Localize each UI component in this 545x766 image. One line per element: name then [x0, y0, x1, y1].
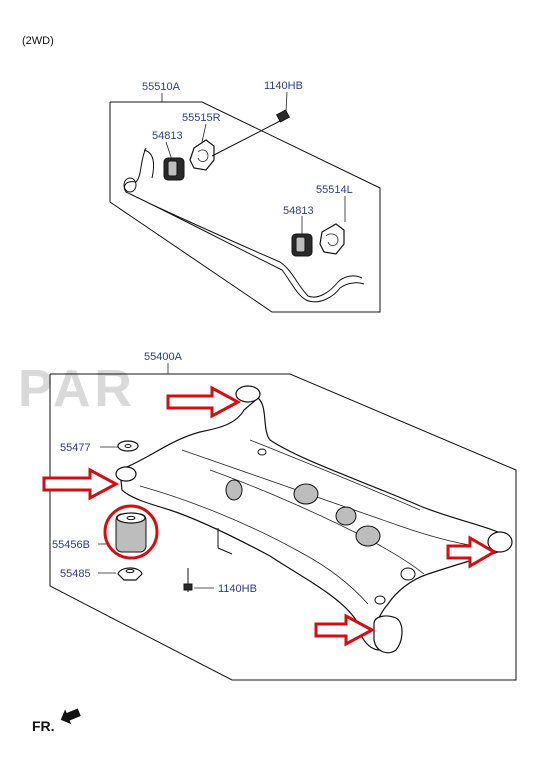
direction-label: FR. — [32, 718, 55, 734]
crossmember-frame — [119, 397, 505, 651]
mount-front-right — [373, 615, 403, 654]
crossmember-group: 55400A 55477 55456B — [49, 351, 517, 681]
bolt-1140HB-lower — [183, 583, 193, 591]
highlight-circle — [103, 504, 159, 560]
label-54813-lower: 54813 — [283, 205, 314, 217]
watermark: PAR — [18, 360, 136, 418]
washer-55477 — [117, 440, 139, 452]
label-55510A: 55510A — [142, 81, 181, 93]
arrow-rear-left — [166, 385, 242, 419]
bracket-55514L — [319, 223, 345, 255]
mount-rear-right — [487, 531, 513, 553]
stopper-55485 — [117, 567, 143, 581]
stabilizer-bar — [123, 147, 365, 303]
stabilizer-bar-group: 55510A 54813 55515R 1140HB 55514L 54813 — [109, 80, 381, 313]
label-54813-upper: 54813 — [152, 130, 183, 142]
label-1140HB-upper: 1140HB — [264, 80, 303, 92]
arrow-front-right — [314, 613, 376, 647]
label-55514L: 55514L — [316, 184, 353, 196]
arrow-front-left — [42, 467, 120, 501]
front-direction-arrow-icon — [60, 708, 81, 725]
label-55515R: 55515R — [182, 112, 221, 124]
label-55485: 55485 — [60, 568, 91, 580]
highlight-arrows — [42, 385, 497, 647]
bracket-55515R — [189, 139, 215, 171]
label-55456B: 55456B — [52, 539, 90, 551]
arrow-rear-right — [446, 535, 497, 569]
bolt-1140HB-upper — [276, 109, 290, 123]
label-55477: 55477 — [60, 442, 91, 454]
label-1140HB-lower: 1140HB — [218, 583, 257, 595]
variant-label: (2WD) — [22, 35, 54, 47]
mount-front-left — [115, 466, 137, 482]
label-55400A: 55400A — [144, 351, 183, 363]
mount-rear-left — [235, 385, 261, 403]
